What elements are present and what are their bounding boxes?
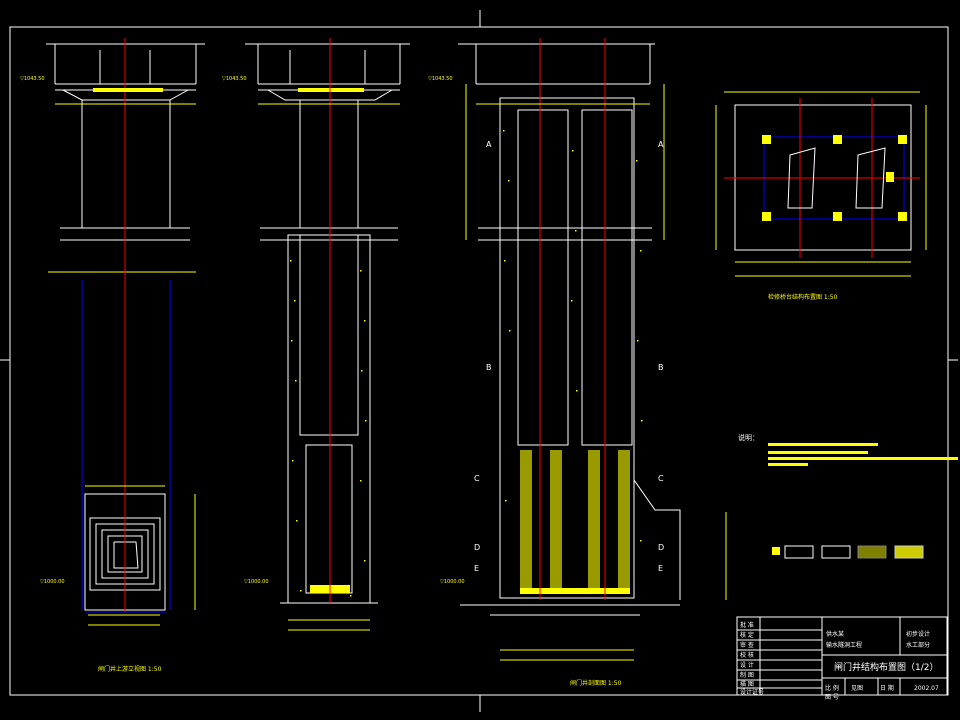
section3-concrete-dots xyxy=(503,130,643,542)
tb-row-1: 核 定 xyxy=(740,631,754,639)
section3-dimension-lines xyxy=(465,84,727,661)
material-legend xyxy=(772,545,924,559)
tb-row-4: 设 计 xyxy=(740,661,754,669)
left-bottom-elevation: ▽1000.00 xyxy=(40,579,65,585)
left-dim-ticks xyxy=(93,88,163,92)
gate-section-view-2 xyxy=(245,43,410,604)
tb-row-7: 设计证号 xyxy=(740,688,764,696)
left-top-elevation: ▽1043.50 xyxy=(20,76,45,82)
section-label-d-left: D xyxy=(474,543,480,552)
tb-drawing-no-label: 图 号 xyxy=(825,694,839,701)
title-block-rows: 批 准 核 定 审 查 校 核 设 计 制 图 描 图 设计证号 xyxy=(740,621,764,696)
tb-row-0: 批 准 xyxy=(740,621,754,629)
caption-plan: 检修桥台结构布置图 1:50 xyxy=(768,293,838,301)
section-label-c-left: C xyxy=(474,474,480,483)
drawing-title: 闸门井结构布置图（1/2） xyxy=(834,661,939,673)
section2-top-grating xyxy=(298,88,364,92)
tb-stage-1: 初步设计 xyxy=(906,630,930,638)
section-label-a-left: A xyxy=(486,140,492,149)
section-labels: A A B B C C D D E E xyxy=(474,140,664,573)
tb-row-3: 校 核 xyxy=(740,651,754,659)
section-label-c-right: C xyxy=(658,474,664,483)
left-dimension-lines xyxy=(55,103,196,626)
section-label-d-right: D xyxy=(658,543,664,552)
notes-label: 说明： xyxy=(738,433,759,442)
section-label-b-right: B xyxy=(658,363,664,372)
right-bottom-elevation: ▽1000.00 xyxy=(440,579,465,585)
tb-scale-label: 比 例 xyxy=(825,684,839,692)
tb-project-1: 供水某 xyxy=(826,630,844,638)
right-top-elevation: ▽1043.50 xyxy=(428,76,453,82)
tb-row-6: 描 图 xyxy=(740,680,754,688)
tb-stage-2: 水工部分 xyxy=(906,641,930,649)
title-block xyxy=(736,616,948,696)
tb-date-label: 日 期 xyxy=(880,684,894,692)
tb-project-2: 输水隧洞工程 xyxy=(826,641,862,649)
section2-concrete-dots xyxy=(290,260,367,597)
tb-row-5: 制 图 xyxy=(740,671,754,679)
plan-view xyxy=(715,91,927,277)
notes-lines xyxy=(768,443,958,466)
section-label-e-right: E xyxy=(658,564,663,573)
mid-bottom-elevation: ▽1000.00 xyxy=(244,579,269,585)
tb-scale-value: 见图 xyxy=(851,685,863,692)
section-label-a-right: A xyxy=(658,140,664,149)
gate-section-view-3 xyxy=(458,43,681,616)
section-label-b-left: B xyxy=(486,363,492,372)
caption-left: 闸门井上游立视图 1:50 xyxy=(98,665,162,673)
plan-column-blocks xyxy=(762,135,907,221)
section-label-e-left: E xyxy=(474,564,479,573)
mid-top-elevation: ▽1043.50 xyxy=(222,76,247,82)
tb-date-value: 2002.07 xyxy=(914,685,939,692)
section2-dimension-lines xyxy=(258,103,400,631)
caption-mid: 闸门井剖面图 1:50 xyxy=(570,679,622,687)
tb-row-2: 审 查 xyxy=(740,641,754,649)
sheet-border xyxy=(9,26,949,696)
section3-hatching xyxy=(520,450,630,594)
